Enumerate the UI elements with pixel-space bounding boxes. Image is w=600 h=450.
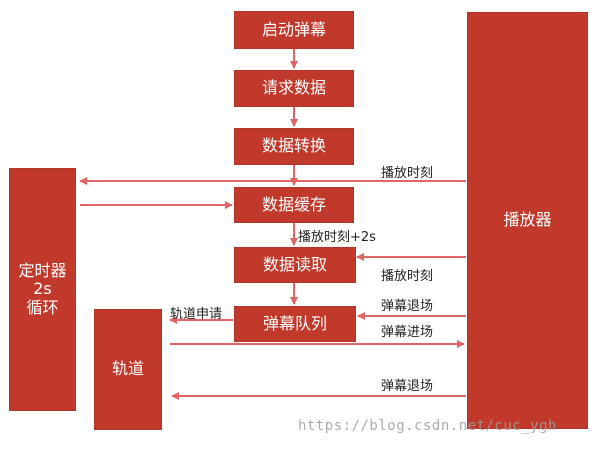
step-request-data: 请求数据 [234, 70, 354, 107]
track-box: 轨道 [94, 309, 162, 430]
timer-label-line3: 循环 [26, 297, 59, 317]
step-label: 数据转换 [261, 136, 326, 156]
edge-label-play-time-read: 播放时刻 [381, 269, 434, 284]
step-read-data: 数据读取 [234, 247, 356, 283]
step-cache-data: 数据缓存 [234, 187, 354, 223]
edge-label-track-apply: 轨道申请 [170, 307, 223, 322]
timer-label-line2: 2s [33, 279, 52, 299]
player-box: 播放器 [467, 12, 588, 429]
player-label: 播放器 [503, 210, 552, 230]
timer-box: 定时器 2s 循环 [9, 168, 76, 411]
edge-label-play-time-top: 播放时刻 [381, 166, 434, 181]
step-label: 请求数据 [261, 78, 326, 98]
edge-label-danmaku-enter: 弹幕进场 [381, 325, 434, 340]
step-start-danmaku: 启动弹幕 [234, 11, 354, 49]
timer-label-line1: 定时器 [18, 260, 67, 280]
edge-label-danmaku-exit-1: 弹幕退场 [381, 299, 434, 314]
step-label: 数据读取 [262, 254, 327, 274]
step-label: 启动弹幕 [261, 19, 326, 39]
watermark-text: https://blog.csdn.net/cuc_ygh [298, 418, 557, 434]
step-danmaku-queue: 弹幕队列 [234, 306, 356, 342]
edge-label-danmaku-exit-2: 弹幕退场 [381, 379, 434, 394]
step-label: 数据缓存 [261, 194, 326, 214]
step-label: 弹幕队列 [262, 313, 327, 333]
track-label: 轨道 [111, 359, 144, 379]
edge-label-play-time-plus: 播放时刻+2s [298, 230, 376, 245]
step-convert-data: 数据转换 [234, 128, 354, 165]
